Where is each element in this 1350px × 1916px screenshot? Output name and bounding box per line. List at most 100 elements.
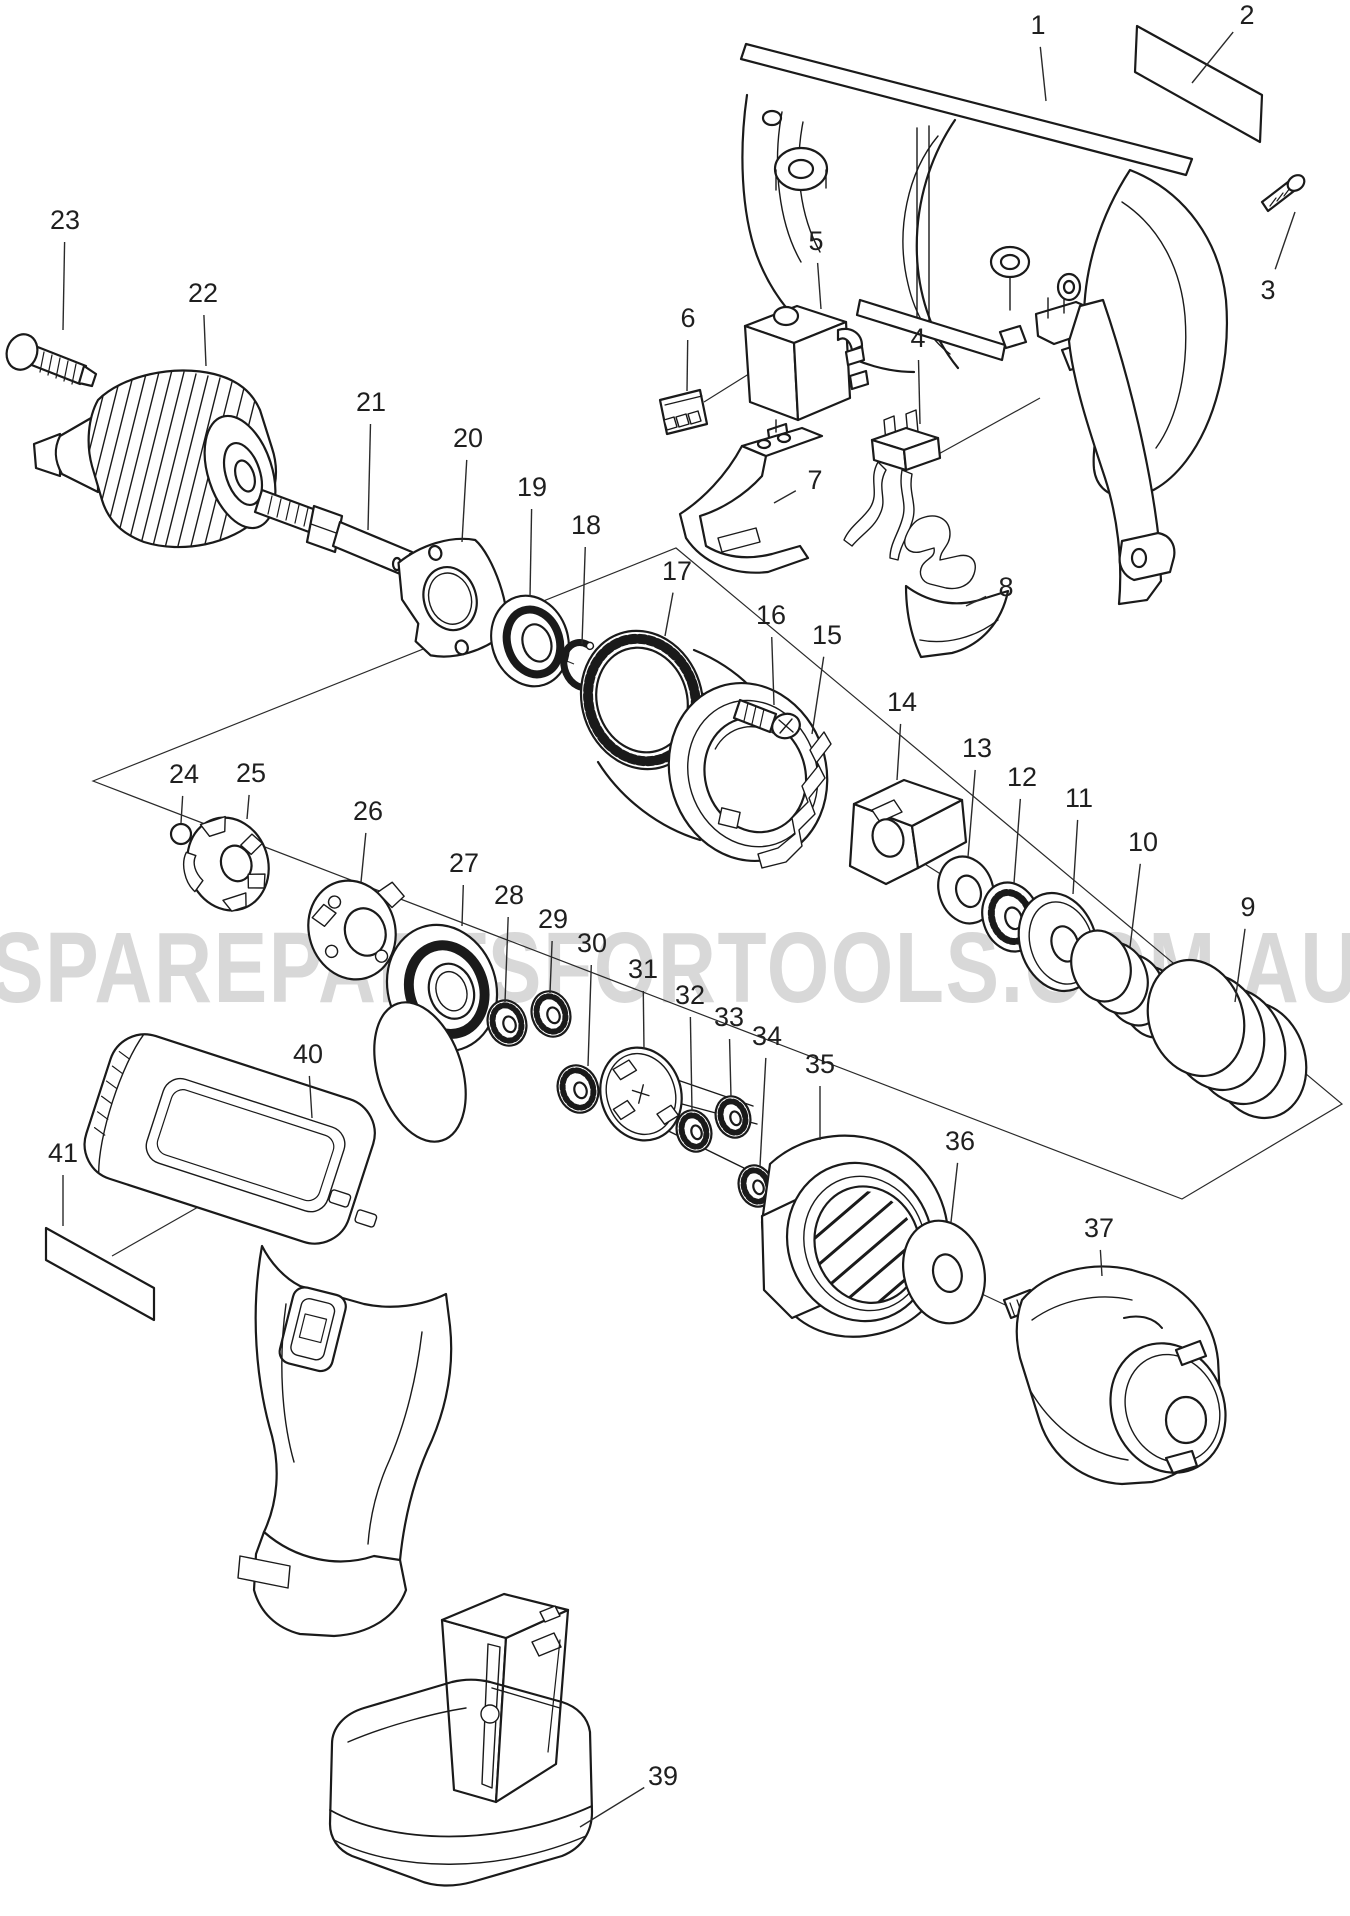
part-2-number-label: 2 (1239, 0, 1254, 30)
part-9-spring-illustration (1146, 958, 1308, 1120)
part-21-leader-line (367, 423, 372, 531)
part-40-leader-line (308, 1075, 313, 1119)
part-13-washer-illustration (937, 855, 995, 925)
part-4-number-label: 4 (910, 323, 925, 353)
part-39-battery-illustration (328, 1592, 594, 1887)
part-33-leader-line (728, 1038, 732, 1098)
part-10-number-label: 10 (1128, 827, 1158, 857)
part-31-leader-line (642, 990, 645, 1050)
part-10-leader-line (1129, 863, 1141, 948)
part-30-number-label: 30 (577, 928, 607, 958)
part-39-number-label: 39 (648, 1761, 678, 1791)
part-25-number-label: 25 (236, 758, 266, 788)
part-22-chuck-illustration (32, 369, 278, 549)
part-19-bearing-illustration (490, 594, 570, 688)
part-24-ball-illustration (169, 822, 193, 846)
part-27-number-label: 27 (449, 848, 479, 878)
part-6-plate-illustration (658, 388, 709, 436)
part-21-number-label: 21 (356, 387, 386, 417)
part-16-screw-illustration (732, 698, 801, 740)
part-16-leader-line (771, 636, 775, 706)
part-3-number-label: 3 (1260, 275, 1275, 305)
part-37-motor-illustration (1002, 1265, 1227, 1486)
part-36-leader-line (950, 1162, 959, 1223)
part-4-leader-line (917, 359, 921, 425)
part-3-leader-line (1274, 211, 1296, 270)
part-15-spring-strip-illustration (757, 731, 832, 869)
part-8-number-label: 8 (998, 572, 1013, 602)
part-25-cam-illustration (183, 815, 270, 912)
part-12-leader-line (1013, 798, 1022, 884)
part-13-leader-line (967, 769, 976, 858)
part-14-number-label: 14 (887, 687, 917, 717)
part-1-number-label: 1 (1030, 10, 1045, 40)
part-23-number-label: 23 (50, 205, 80, 235)
part-25-leader-line (246, 794, 250, 820)
part-16-number-label: 16 (756, 600, 786, 630)
part-31-number-label: 31 (628, 954, 658, 984)
part-6-leader-line (686, 339, 689, 392)
part-11-number-label: 11 (1065, 783, 1093, 813)
part-6-number-label: 6 (680, 303, 695, 333)
part-8-leaf-spring-illustration (904, 515, 976, 590)
part-24-leader-line (180, 795, 184, 824)
part-22-number-label: 22 (188, 278, 218, 308)
part-20-number-label: 20 (453, 423, 483, 453)
part-30-gear-illustration (556, 1064, 600, 1114)
part-5-leader-line (816, 262, 822, 310)
part-19-leader-line (529, 508, 533, 598)
part-5-number-label: 5 (808, 226, 823, 256)
part-40-housing-illustration (83, 1001, 467, 1638)
part-21-spindle-illustration (253, 488, 424, 582)
part-28-leader-line (504, 916, 509, 1003)
part-31-carrier-illustration (599, 1046, 758, 1171)
part-22-leader-line (203, 314, 207, 367)
part-15-leader-line (811, 656, 825, 735)
part-1-housing-illustration (739, 42, 1228, 659)
part-7-leader-line (773, 490, 797, 504)
part-29-gear-illustration (530, 990, 572, 1038)
part-17-number-label: 17 (662, 556, 692, 586)
part-35-number-label: 35 (805, 1049, 835, 1079)
part-35-ring-gear-illustration (760, 1134, 950, 1338)
part-37-number-label: 37 (1084, 1213, 1114, 1243)
part-40-number-label: 40 (293, 1039, 323, 1069)
part-23-leader-line (62, 241, 66, 331)
part-20-leader-line (461, 459, 468, 543)
part-37-leader-line (1099, 1249, 1103, 1277)
part-17-leader-line (664, 592, 674, 637)
part-4-contact-block-illustration (843, 409, 942, 561)
part-33-number-label: 33 (714, 1002, 744, 1032)
part-26-number-label: 26 (353, 796, 383, 826)
part-30-leader-line (587, 964, 592, 1067)
part-34-number-label: 34 (752, 1021, 782, 1051)
part-34-leader-line (759, 1057, 767, 1167)
part-18-leader-line (581, 546, 586, 645)
part-12-number-label: 12 (1007, 762, 1037, 792)
part-26-cam-follower-illustration (307, 879, 405, 981)
part-20-flange-illustration (397, 537, 508, 658)
part-23-screw-illustration (5, 333, 98, 388)
part-33-gear-illustration (714, 1095, 752, 1139)
part-28-gear-illustration (486, 999, 528, 1047)
part-32-gear-illustration (675, 1109, 713, 1153)
part-39-leader-line (579, 1786, 645, 1828)
part-15-number-label: 15 (812, 620, 842, 650)
part-32-leader-line (689, 1016, 693, 1112)
part-36-number-label: 36 (945, 1126, 975, 1156)
part-18-number-label: 18 (571, 510, 601, 540)
part-26-leader-line (360, 832, 367, 883)
part-7-number-label: 7 (807, 465, 822, 495)
part-1-leader-line (1039, 46, 1047, 102)
part-17-gear-drum-illustration (579, 629, 829, 863)
part-32-number-label: 32 (675, 980, 705, 1010)
part-3-screw-illustration (1260, 174, 1306, 213)
part-11-leader-line (1072, 819, 1079, 895)
part-5-switch-illustration (743, 304, 870, 454)
part-41-number-label: 41 (48, 1138, 78, 1168)
part-29-number-label: 29 (538, 904, 568, 934)
part-14-bracket-illustration (848, 778, 968, 886)
